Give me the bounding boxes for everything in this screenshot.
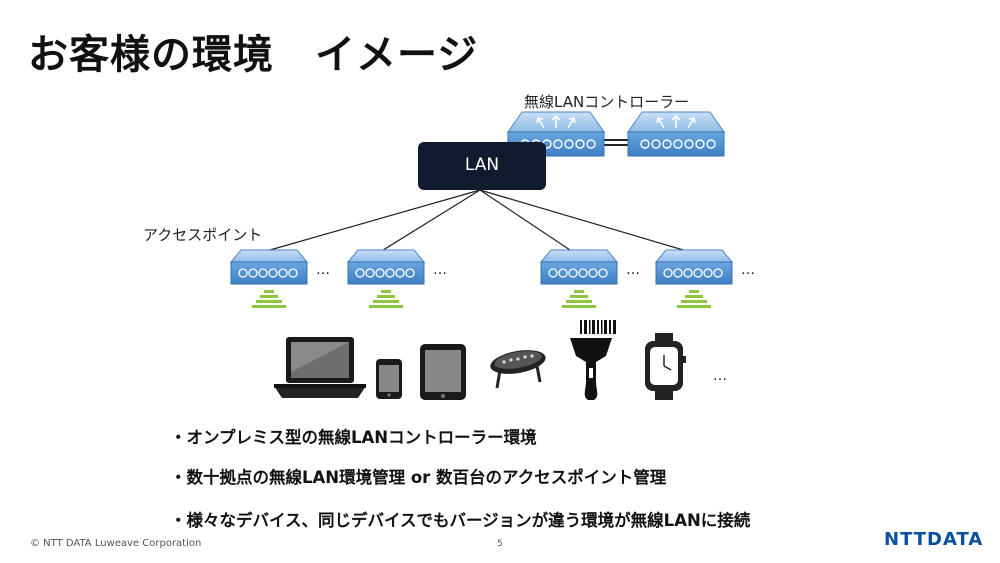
- smartphone-icon: [376, 359, 402, 399]
- barcode-scanner-icon: [570, 320, 616, 400]
- copyright: © NTT DATA Luweave Corporation: [30, 538, 202, 549]
- tablet-icon: [420, 344, 466, 400]
- ellipsis-ap-3: …: [626, 262, 640, 278]
- bullet-item-2: ・数十拠点の無線LAN環境管理 or 数百台のアクセスポイント管理: [170, 468, 667, 487]
- access-point-label: アクセスポイント: [143, 226, 263, 244]
- access-point-1: [229, 249, 309, 308]
- ellipsis-ap-4: …: [741, 262, 755, 278]
- controller-label: 無線LANコントローラー: [524, 93, 690, 111]
- laptop-icon: [274, 337, 366, 398]
- access-point-2: [346, 249, 426, 308]
- lan-box: LAN: [418, 142, 546, 190]
- wifi-signal-icon: [677, 290, 711, 308]
- ntt-data-logo: NTTDATA: [884, 529, 984, 550]
- access-point-3: [539, 249, 619, 308]
- wifi-signal-icon: [562, 290, 596, 308]
- page-title: お客様の環境 イメージ: [28, 32, 479, 78]
- wireless-controller-1: [507, 111, 605, 157]
- handheld-terminal-icon: [490, 350, 546, 389]
- access-point-4: [654, 249, 734, 308]
- link-ap-4: [479, 189, 691, 253]
- link-ap-2: [379, 189, 481, 253]
- wireless-controller-2: [627, 111, 725, 157]
- bullet-item-1: ・オンプレミス型の無線LANコントローラー環境: [170, 428, 537, 447]
- wifi-signal-icon: [252, 290, 286, 308]
- lan-label: LAN: [464, 155, 500, 175]
- wifi-signal-icon: [369, 290, 403, 308]
- ellipsis-devices: …: [713, 368, 727, 384]
- bullet-item-3: ・様々なデバイス、同じデバイスでもバージョンが違う環境が無線LANに接続: [170, 511, 751, 530]
- link-ap-3: [479, 189, 574, 253]
- page-number: 5: [497, 539, 503, 549]
- link-ap-1: [262, 189, 481, 253]
- ellipsis-ap-2: …: [433, 262, 447, 278]
- smartwatch-icon: [645, 333, 686, 400]
- ellipsis-ap-1: …: [316, 262, 330, 278]
